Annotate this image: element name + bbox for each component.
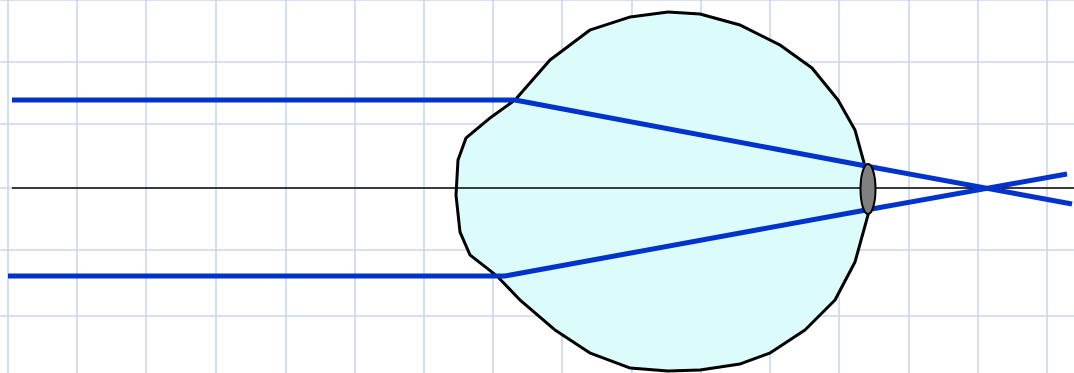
eye-lens [861,164,876,214]
